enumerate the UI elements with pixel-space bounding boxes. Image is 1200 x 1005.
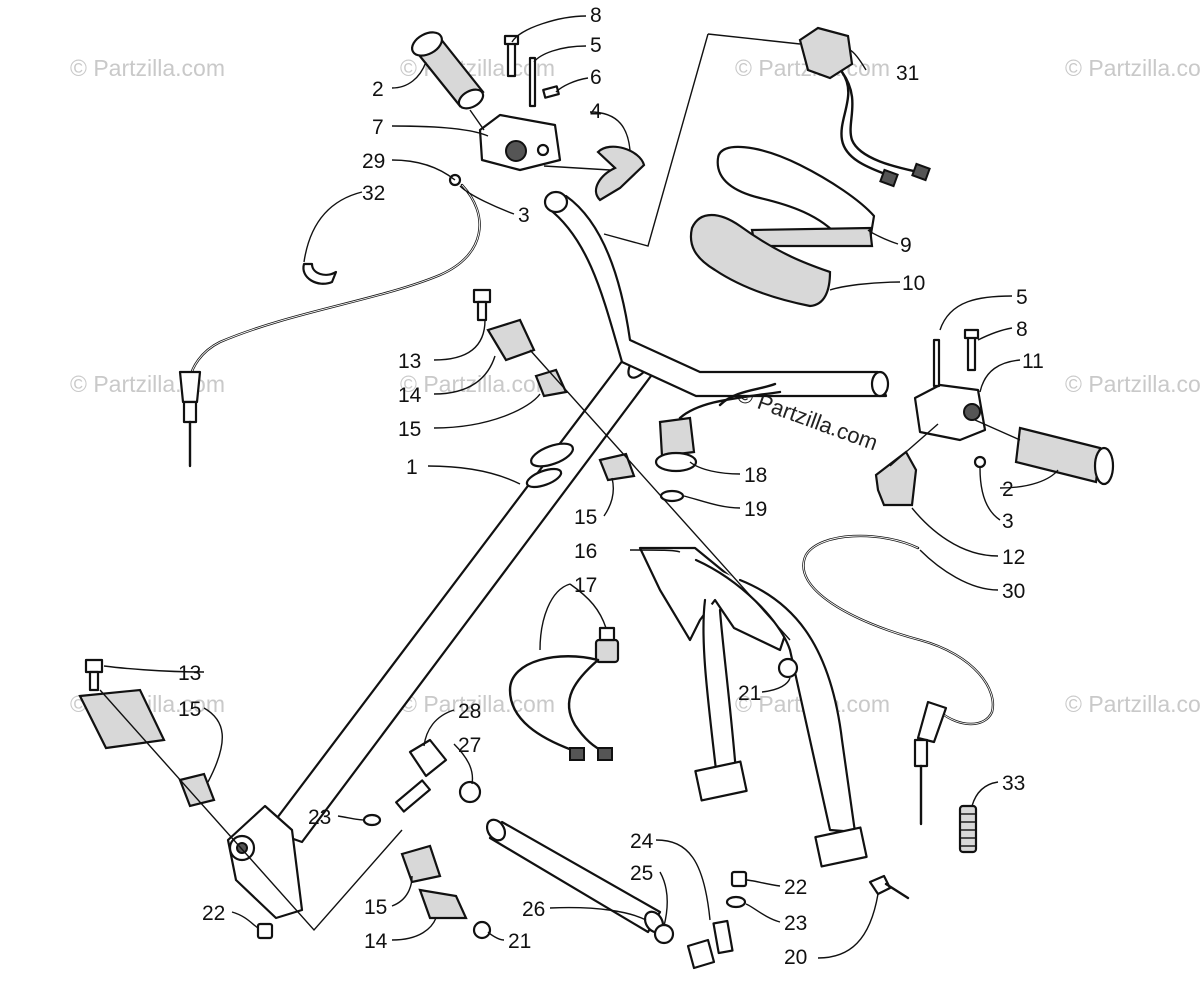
callout-3-left: 3: [518, 204, 530, 227]
assembly-lines: [99, 33, 1021, 932]
washer-3-right: [973, 455, 987, 469]
nut-25: [653, 923, 675, 945]
screw-5-left: [528, 56, 537, 108]
throttle-lever: [594, 145, 646, 202]
callout-21-bottom: 21: [508, 930, 531, 953]
bolt-13-top: [472, 288, 492, 322]
callout-labels: 2 8 5 6 4 7 29 32 3 31 9 10 5 8 11 2 3 1…: [178, 4, 1044, 969]
screw-5-right: [932, 338, 941, 388]
callout-12: 12: [1002, 546, 1025, 569]
callout-25: 25: [630, 862, 653, 885]
callout-27: 27: [458, 734, 481, 757]
callout-15-top: 15: [398, 418, 421, 441]
watermark: © Partzilla.com: [1065, 55, 1200, 81]
handlebar: [543, 190, 890, 398]
callout-21-top: 21: [738, 682, 761, 705]
watermark: © Partzilla.com: [1065, 691, 1200, 717]
right-grip: [1014, 426, 1115, 486]
handlebar-pad-10: [689, 214, 832, 308]
callout-24: 24: [630, 830, 654, 853]
callout-15-bottom: 15: [364, 896, 387, 919]
clamp-14-lower: [400, 844, 442, 884]
callout-13-top: 13: [398, 350, 421, 373]
clip-15-mid: [598, 452, 636, 482]
callout-15-lower: 15: [178, 698, 201, 721]
callout-28: 28: [458, 700, 481, 723]
callout-2-right: 2: [1002, 478, 1014, 501]
callout-14-lower: 14: [364, 930, 388, 953]
callout-31: 31: [896, 62, 919, 85]
callout-19: 19: [744, 498, 767, 521]
screw-8-left: [503, 34, 520, 78]
switch-31: [798, 26, 931, 188]
nut-21-bottom: [472, 920, 492, 940]
callout-5-right: 5: [1016, 286, 1028, 309]
callout-8-left: 8: [590, 4, 602, 27]
callout-22-left: 22: [202, 902, 225, 925]
nut-22-lower: [256, 922, 274, 940]
bracket-lower-left: [78, 688, 166, 750]
clip-15-bottom: [418, 888, 468, 920]
callout-29: 29: [362, 150, 385, 173]
callout-10: 10: [902, 272, 925, 295]
washer-23-right: [725, 895, 747, 909]
callout-13-lower: 13: [178, 662, 201, 685]
callout-23-right: 23: [784, 912, 807, 935]
callout-15-mid: 15: [574, 506, 597, 529]
callout-14-top: 14: [398, 384, 422, 407]
left-grip: [411, 31, 485, 110]
callout-11: 11: [1022, 350, 1044, 373]
callout-5-left: 5: [590, 34, 602, 57]
watermark: © Partzilla.com: [70, 55, 225, 81]
callout-3-right: 3: [1002, 510, 1014, 533]
callout-30: 30: [1002, 580, 1025, 603]
ball-joint-24: [686, 919, 734, 970]
ball-joint-28: [395, 738, 448, 813]
watermark: © Partzilla.com: [70, 371, 225, 397]
spring-33: [958, 804, 978, 854]
callout-4: 4: [590, 100, 602, 123]
left-switch-housing: [478, 113, 562, 172]
callout-20: 20: [784, 946, 807, 969]
washer-23-left: [362, 813, 382, 827]
nut-27: [458, 780, 482, 804]
callout-22-right: 22: [784, 876, 807, 899]
brake-cable: [802, 534, 995, 826]
steering-support: [638, 546, 868, 868]
nut-22-right: [730, 870, 748, 888]
callout-23-left: 23: [308, 806, 331, 829]
callout-1: 1: [406, 456, 418, 479]
callout-16: 16: [574, 540, 597, 563]
right-switch-housing: [913, 383, 987, 442]
switch-18: [654, 382, 782, 473]
tie-rod: [485, 818, 665, 934]
throttle-cable: [178, 183, 481, 468]
bolt-13-lower: [84, 658, 104, 692]
callout-18: 18: [744, 464, 767, 487]
callout-leaders: [103, 15, 1059, 959]
callout-8-right: 8: [1016, 318, 1028, 341]
callout-17: 17: [574, 574, 597, 597]
callout-9: 9: [900, 234, 912, 257]
watermark: © Partzilla.com: [400, 691, 555, 717]
handlebar-pad-9: [716, 145, 876, 248]
sensor-17: [508, 626, 620, 761]
callout-26: 26: [522, 898, 545, 921]
clamp-32: [302, 262, 338, 285]
watermark: © Partzilla.com: [400, 371, 555, 397]
callout-6: 6: [590, 66, 602, 89]
callout-7: 7: [372, 116, 384, 139]
steering-post: [226, 349, 656, 920]
clip-15-lower: [178, 772, 216, 808]
callout-33: 33: [1002, 772, 1025, 795]
clamp-14-top: [486, 318, 536, 362]
callout-2-left: 2: [372, 78, 384, 101]
nut-21-top: [777, 657, 799, 679]
screw-8-right: [963, 328, 980, 372]
callout-32: 32: [362, 182, 385, 205]
pin-20: [868, 874, 910, 900]
watermark: © Partzilla.com: [1065, 371, 1200, 397]
